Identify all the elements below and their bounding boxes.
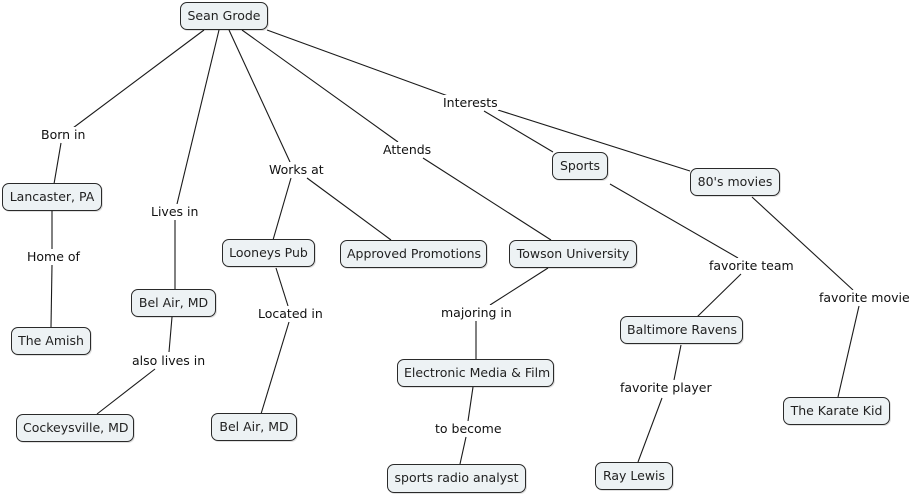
link-born-in: Born in bbox=[40, 127, 87, 142]
node-cockeysville-md[interactable]: Cockeysville, MD bbox=[16, 414, 134, 442]
edge-looneys-locatedin bbox=[275, 267, 289, 307]
edge-tobecome-analyst bbox=[459, 436, 467, 465]
link-also-lives-in: also lives in bbox=[131, 353, 207, 368]
edge-favmovie-karate bbox=[837, 305, 860, 398]
edge-towson-majoringin bbox=[489, 267, 549, 306]
node-baltimore-ravens[interactable]: Baltimore Ravens bbox=[620, 316, 743, 344]
link-majoring-in: majoring in bbox=[440, 305, 513, 320]
edge-worksat-looneys bbox=[272, 177, 292, 241]
edge-sean-livesin bbox=[176, 29, 220, 205]
edge-sean-bornin bbox=[72, 29, 205, 129]
edge-emf-tobecome bbox=[467, 386, 474, 422]
link-to-become: to become bbox=[434, 421, 503, 436]
link-attends: Attends bbox=[382, 142, 433, 157]
edge-homeof-amish bbox=[50, 264, 53, 328]
link-works-at: Works at bbox=[268, 162, 325, 177]
node-80s-movies[interactable]: 80's movies bbox=[690, 168, 780, 196]
node-looneys-pub[interactable]: Looneys Pub bbox=[222, 239, 315, 267]
edge-interests-80s bbox=[497, 109, 691, 172]
link-favorite-team: favorite team bbox=[708, 258, 795, 273]
node-electronic-media-film[interactable]: Electronic Media & Film bbox=[397, 359, 554, 387]
edge-belair-alsolivesin bbox=[168, 316, 173, 353]
link-lives-in: Lives in bbox=[150, 204, 200, 219]
node-bel-air-md-residence[interactable]: Bel Air, MD bbox=[131, 289, 216, 317]
edge-sean-attends bbox=[241, 29, 399, 143]
node-sports[interactable]: Sports bbox=[552, 152, 608, 180]
edge-sports-favteam bbox=[609, 183, 739, 259]
node-the-amish[interactable]: The Amish bbox=[11, 327, 91, 355]
edge-sean-interests bbox=[266, 29, 449, 97]
edge-favplayer-raylewis bbox=[637, 397, 663, 463]
edge-ravens-favplayer bbox=[673, 344, 682, 381]
node-ray-lewis[interactable]: Ray Lewis bbox=[595, 462, 673, 490]
edge-attends-towson bbox=[422, 157, 552, 241]
node-approved-promotions[interactable]: Approved Promotions bbox=[340, 240, 487, 268]
node-the-karate-kid[interactable]: The Karate Kid bbox=[783, 397, 890, 425]
link-favorite-player: favorite player bbox=[619, 380, 713, 395]
node-towson-university[interactable]: Towson University bbox=[509, 240, 637, 268]
link-favorite-movie: favorite movie bbox=[818, 290, 909, 305]
node-bel-air-md-pub[interactable]: Bel Air, MD bbox=[211, 413, 297, 441]
edge-worksat-approved bbox=[306, 177, 392, 241]
edge-bornin-lancaster bbox=[53, 142, 62, 185]
node-sean-grode[interactable]: Sean Grode bbox=[180, 2, 268, 30]
edge-80s-favmovie bbox=[751, 196, 854, 291]
edge-sean-worksat bbox=[228, 29, 291, 163]
link-interests: Interests bbox=[442, 95, 499, 110]
edge-favteam-ravens bbox=[696, 273, 742, 318]
link-home-of: Home of bbox=[26, 249, 81, 264]
edge-interests-sports bbox=[483, 110, 554, 153]
node-lancaster-pa[interactable]: Lancaster, PA bbox=[2, 183, 102, 211]
edge-alsolivesin-cockeysville bbox=[96, 368, 156, 415]
edge-locatedin-belair2 bbox=[260, 321, 290, 415]
link-located-in: Located in bbox=[257, 306, 324, 321]
node-sports-radio-analyst[interactable]: sports radio analyst bbox=[387, 464, 526, 493]
